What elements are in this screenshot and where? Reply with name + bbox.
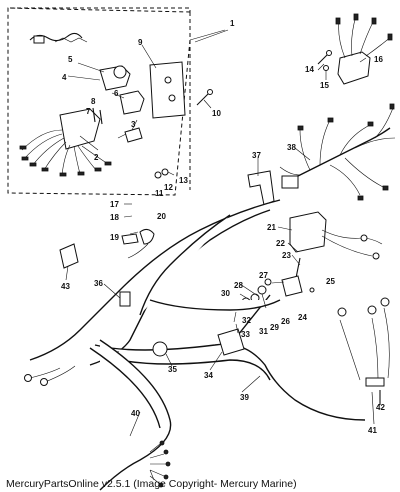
- callout-26: 26: [281, 317, 290, 326]
- callout-30: 30: [221, 289, 230, 298]
- callout-20: 20: [157, 212, 166, 221]
- leader-lines: [65, 29, 375, 437]
- callout-41: 41: [368, 426, 377, 435]
- callout-32: 32: [242, 316, 251, 325]
- callout-43: 43: [61, 282, 70, 291]
- callout-27: 27: [259, 271, 268, 280]
- callout-25: 25: [326, 277, 335, 286]
- bracket-part-37: [247, 170, 275, 206]
- copyright-caption: MercuryPartsOnline v2.5.1 (Image Copyrig…: [6, 478, 297, 490]
- callout-13: 13: [179, 176, 188, 185]
- callout-36: 36: [94, 279, 103, 288]
- callout-11: 11: [155, 189, 164, 198]
- callout-29: 29: [270, 323, 279, 332]
- callout-22: 22: [276, 239, 285, 248]
- callout-33: 33: [241, 330, 250, 339]
- callout-16: 16: [374, 55, 383, 64]
- connector-bundle: [149, 440, 171, 488]
- callout-18: 18: [110, 213, 119, 222]
- solenoid-hardware: [241, 257, 315, 307]
- callout-28: 28: [234, 281, 243, 290]
- callout-1: 1: [230, 19, 235, 28]
- callout-31: 31: [259, 327, 268, 336]
- callout-21: 21: [267, 223, 276, 232]
- callout-2: 2: [94, 153, 99, 162]
- ignition-assembly-group: [7, 7, 226, 196]
- callout-23: 23: [282, 251, 291, 260]
- eyelet-terminals: [24, 365, 76, 386]
- callout-42: 42: [376, 403, 385, 412]
- callout-14: 14: [305, 65, 314, 74]
- callout-35: 35: [168, 365, 177, 374]
- callout-37: 37: [252, 151, 261, 160]
- callout-19: 19: [110, 233, 119, 242]
- solenoid-part-21: [289, 211, 383, 260]
- callout-labels: 1 2 3 4 5 6 7 8 9 10 11 12 13 14 15 16 1…: [61, 19, 385, 435]
- callout-24: 24: [298, 313, 307, 322]
- leads-part-41: [337, 297, 390, 405]
- callout-9: 9: [138, 38, 143, 47]
- main-harness-part-39: [29, 199, 366, 491]
- cap-part-35: [152, 341, 168, 357]
- clip-part-20: [121, 228, 155, 259]
- callout-6: 6: [114, 89, 119, 98]
- callout-8: 8: [91, 97, 96, 106]
- callout-15: 15: [320, 81, 329, 90]
- rectifier-part-16: [317, 13, 393, 85]
- callout-7: 7: [86, 107, 91, 116]
- harness-part-38: [279, 103, 396, 201]
- callout-34: 34: [204, 371, 213, 380]
- callout-12: 12: [164, 183, 173, 192]
- callout-3: 3: [131, 120, 136, 129]
- screw-part-10: [196, 89, 213, 106]
- callout-10: 10: [212, 109, 221, 118]
- callout-17: 17: [110, 200, 119, 209]
- callout-40: 40: [131, 409, 140, 418]
- bracket-part-43: [59, 243, 79, 269]
- callout-38: 38: [287, 143, 296, 152]
- callout-4: 4: [62, 73, 67, 82]
- callout-5: 5: [68, 55, 73, 64]
- callout-39: 39: [240, 393, 249, 402]
